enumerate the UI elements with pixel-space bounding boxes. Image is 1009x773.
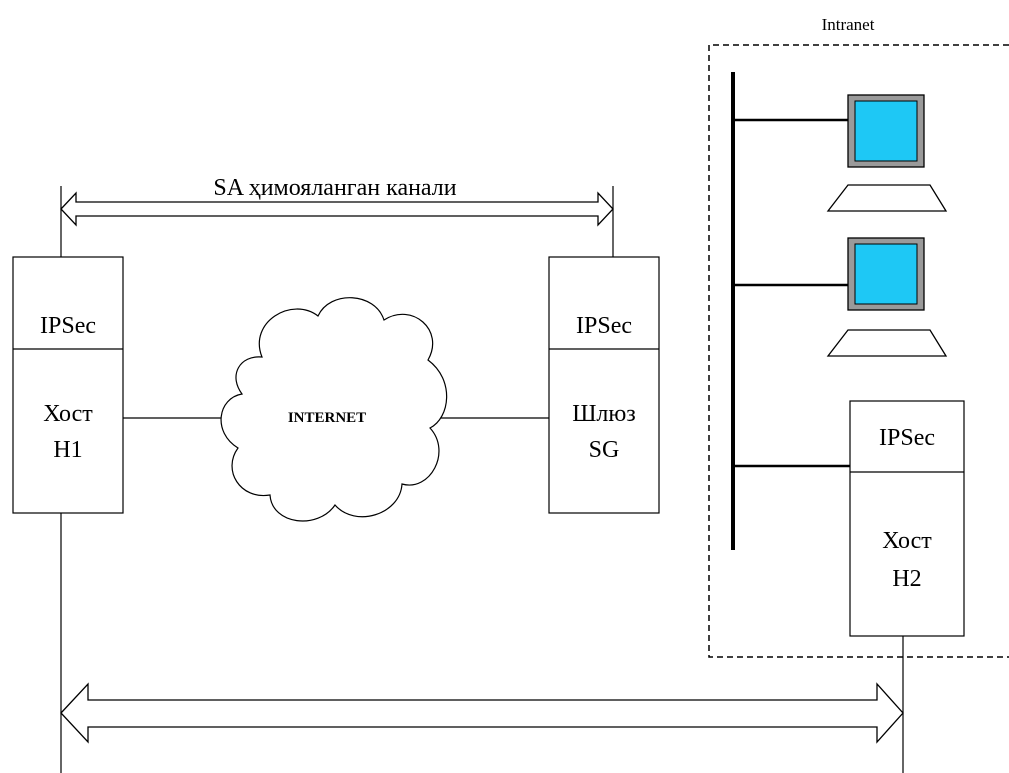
workstation-1 — [826, 94, 948, 212]
h2-name-line1: Хост — [882, 528, 932, 554]
workstation-2 — [826, 237, 948, 357]
host-h1: IPSec Хост H1 — [12, 256, 124, 514]
intranet-label: Intranet — [822, 15, 875, 34]
h2-ipsec-label: IPSec — [879, 425, 935, 451]
end-to-end-arrow — [60, 682, 904, 744]
gateway-sg: IPSec Шлюз SG — [548, 256, 660, 514]
internet-label: INTERNET — [288, 410, 366, 426]
sg-name-line2: SG — [589, 437, 620, 463]
sa-channel-arrow — [60, 191, 614, 227]
host-h2: IPSec Хост H2 — [849, 400, 965, 637]
h2-name-line2: H2 — [892, 566, 921, 592]
sg-ipsec-label: IPSec — [576, 313, 632, 339]
h1-ipsec-label: IPSec — [40, 313, 96, 339]
intranet-boundary — [708, 44, 1009, 658]
keyboard-icon — [826, 184, 948, 212]
sa-channel-label: SA ҳимояланган канали — [213, 175, 456, 201]
keyboard-icon — [826, 329, 948, 357]
h1-name-line1: Хост — [43, 401, 93, 427]
internet-cloud: INTERNET — [220, 297, 448, 522]
sg-name-line1: Шлюз — [572, 401, 636, 427]
h1-name-line2: H1 — [53, 437, 82, 463]
